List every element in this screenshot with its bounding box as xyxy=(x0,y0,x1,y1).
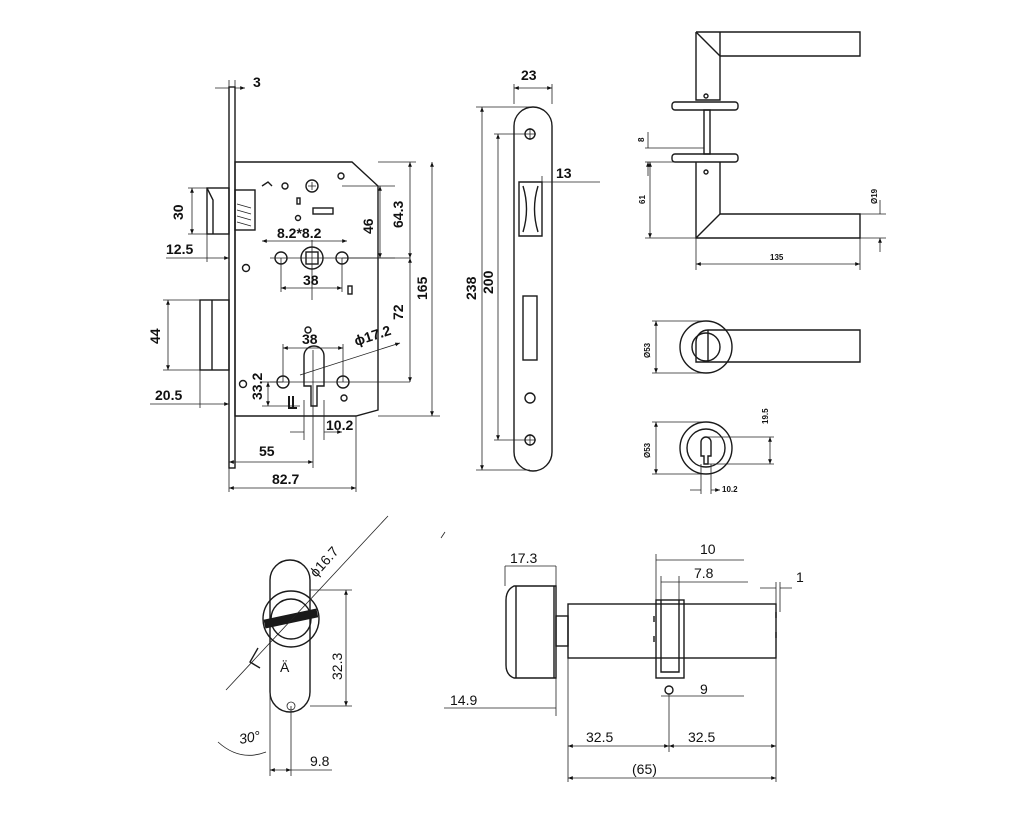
faceplate-strip xyxy=(228,86,236,469)
handle-front-dimensions: Ø53 xyxy=(643,320,706,374)
dim-cam-angle: 30° xyxy=(238,727,262,747)
dim-body-depth: 82.7 xyxy=(272,471,299,487)
escutcheon-drawing xyxy=(679,421,733,475)
rose-front xyxy=(679,320,733,374)
cylinder-cutout xyxy=(303,345,325,407)
cam xyxy=(249,647,261,669)
dim-upper-offset-46: 46 xyxy=(360,218,376,234)
dim-center-distance: 72 xyxy=(390,304,406,320)
dim-half-right: 32.5 xyxy=(688,729,715,745)
handle-dimensions: 8 61 Ø19 135 xyxy=(637,132,886,270)
dim-body-height: 165 xyxy=(414,276,430,300)
dim-lever-dia: Ø19 xyxy=(870,188,879,204)
deadbolt xyxy=(199,299,230,371)
dim-faceplate-width: 23 xyxy=(521,67,537,83)
dim-total: (65) xyxy=(632,761,657,777)
cylinder-side-dimensions: 17.3 10 7.8 1 9 14.9 32.5 32.5 (65) xyxy=(444,541,804,782)
faceplate-outline xyxy=(513,106,553,472)
dim-forend-width: 13 xyxy=(556,165,572,181)
dim-backset: 55 xyxy=(259,443,275,459)
dim-cylinder-hole-spacing: 38 xyxy=(302,331,318,347)
cylinder-front-dimensions: ϕ16.7 32.3 9.8 30° xyxy=(217,515,389,776)
dim-upper-offset-64: 64.3 xyxy=(390,201,406,228)
dim-latch-offset: 12.5 xyxy=(166,241,193,257)
cylinder-plug xyxy=(262,590,320,648)
deadbolt-opening xyxy=(522,295,538,361)
dim-cylinder-offset: 33.2 xyxy=(249,373,265,400)
keyhole xyxy=(700,436,712,465)
dim-faceplate-thickness: 3 xyxy=(253,74,261,90)
lock-case xyxy=(234,161,379,417)
cam-housing xyxy=(655,599,685,679)
dim-cam-width-b: 7.8 xyxy=(694,565,714,581)
dim-cam-width-a: 10 xyxy=(700,541,716,557)
dim-handle-height: 61 xyxy=(638,195,647,204)
dim-rose-dia: Ø53 xyxy=(643,342,652,358)
dim-cylinder-width: 10.2 xyxy=(326,417,353,433)
svg-text:Ä: Ä xyxy=(280,659,290,675)
spindle xyxy=(703,109,711,155)
handle-side-drawing xyxy=(671,31,861,239)
dim-knob-offset: 14.9 xyxy=(450,692,477,708)
cylinder-front-drawing: Ä xyxy=(249,559,320,713)
dim-spindle-square: 8.2*8.2 xyxy=(277,225,322,241)
dim-rose-gap: 8 xyxy=(637,137,646,142)
mortise-dimensions: 3 30 12.5 44 20.5 8.2*8.2 38 38 46 64.3 … xyxy=(147,74,440,492)
dim-gap: 1 xyxy=(796,569,804,585)
dim-faceplate-length: 238 xyxy=(463,276,479,300)
dim-cylinder-dia: ϕ17.2 xyxy=(352,322,393,349)
dim-screw: 9 xyxy=(700,681,708,697)
dim-lever-length: 135 xyxy=(770,253,784,262)
dim-cylinder-front-height: 32.3 xyxy=(329,653,345,680)
escutcheon-outer xyxy=(679,421,733,475)
dim-keyhole-width: 10.2 xyxy=(722,485,738,494)
dim-latch-height: 30 xyxy=(170,204,186,220)
rose-upper xyxy=(671,101,739,111)
cylinder-profile-lower xyxy=(269,640,311,713)
dim-spindle-hole-spacing: 38 xyxy=(303,272,319,288)
dim-deadbolt-height: 44 xyxy=(147,328,163,344)
handle-front-drawing xyxy=(679,320,861,374)
cylinder-side-drawing xyxy=(505,585,777,695)
dim-cylinder-front-width: 9.8 xyxy=(310,753,330,769)
dim-knob: 17.3 xyxy=(510,550,537,566)
lever-front xyxy=(695,329,861,363)
thumb-turn-knob xyxy=(505,585,557,679)
mortise-lock-drawing xyxy=(199,86,410,469)
latch-bolt xyxy=(206,187,230,235)
lever-upper xyxy=(695,31,861,101)
dim-deadbolt-offset: 20.5 xyxy=(155,387,182,403)
faceplate-dimensions: 23 238 200 13 xyxy=(463,67,600,471)
dim-keyhole-height: 19.5 xyxy=(761,408,770,424)
cylinder-body xyxy=(567,603,777,659)
rose-lower xyxy=(671,153,739,163)
dim-half-left: 32.5 xyxy=(586,729,613,745)
latch-opening xyxy=(518,181,543,237)
lever-lower xyxy=(695,162,861,239)
dim-escutcheon-dia: Ø53 xyxy=(643,442,652,458)
dim-faceplate-hole-spacing: 200 xyxy=(480,270,496,294)
escutcheon-dimensions: Ø53 19.5 10.2 xyxy=(643,408,774,494)
faceplate-front-drawing xyxy=(513,106,553,472)
dim-cylinder-front-dia: ϕ16.7 xyxy=(306,543,342,580)
